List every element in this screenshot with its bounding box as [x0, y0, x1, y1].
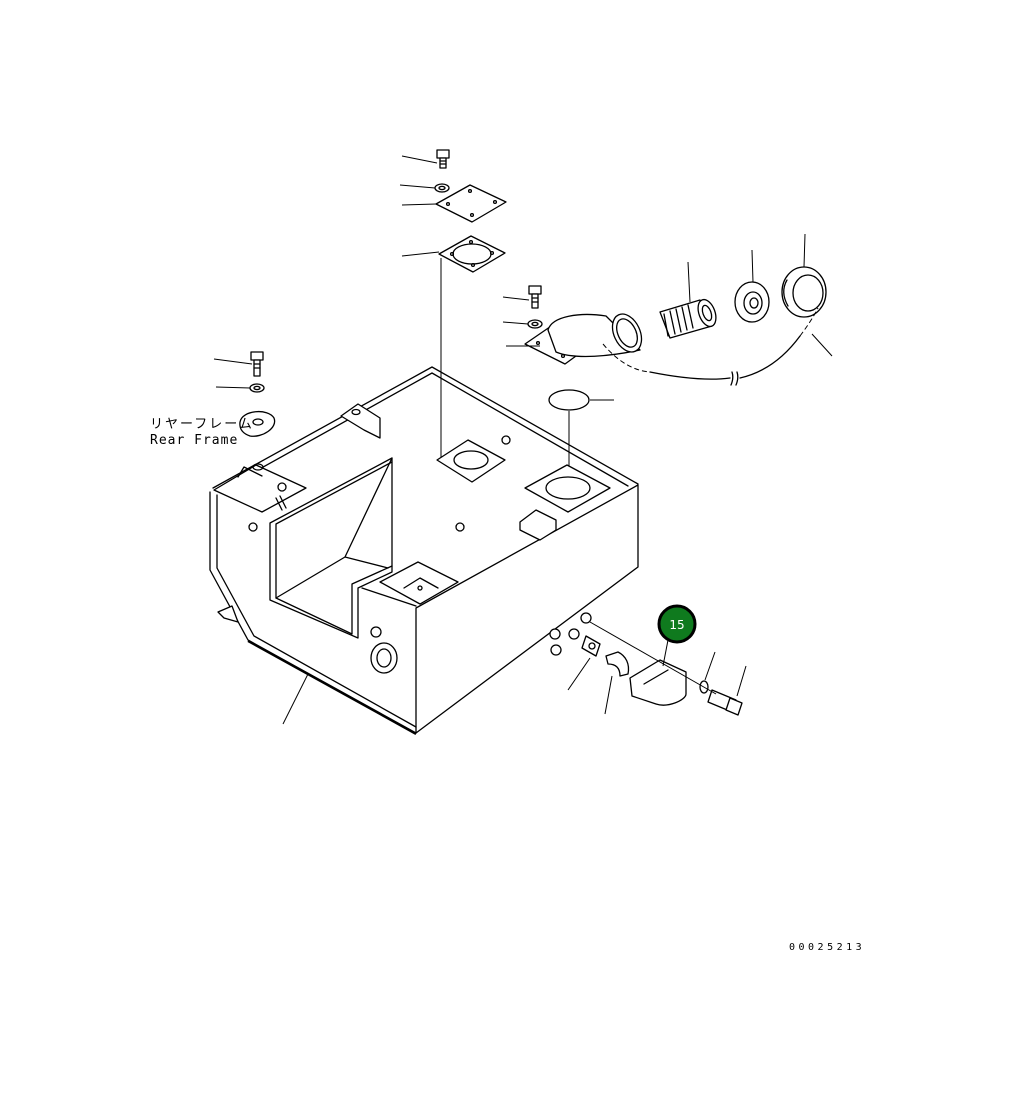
- drawing-number: 00025213: [789, 942, 865, 953]
- mount-bolt: [250, 351, 264, 377]
- filler-cap: [781, 266, 827, 318]
- cover-plate: [435, 184, 507, 223]
- guard-alignment-line: [589, 621, 717, 695]
- o-ring: [548, 389, 590, 411]
- cover-bolt: [436, 149, 450, 169]
- drain-elbow: [605, 651, 630, 677]
- drain-clamp: [581, 635, 601, 657]
- filler-washer: [527, 319, 543, 329]
- rear-frame-label-en: Rear Frame: [150, 433, 238, 448]
- filler-flange: [734, 281, 770, 323]
- rear-frame-label-jp: リヤーフレーム: [150, 417, 254, 432]
- cover-washer: [434, 183, 450, 193]
- rear-frame-pad: [239, 411, 276, 437]
- callout-15[interactable]: 15: [657, 604, 697, 644]
- fuel-tank: [209, 366, 639, 735]
- callout-15-number[interactable]: 15: [669, 618, 684, 632]
- strainer: [659, 298, 717, 339]
- filler-bolt: [528, 285, 542, 309]
- callout-15-badge[interactable]: [657, 604, 697, 644]
- guard-bolt: [707, 689, 743, 716]
- leader-lines: [213, 155, 833, 725]
- cover-gasket: [438, 235, 506, 273]
- cap-chain: [602, 307, 819, 386]
- filler-neck: [524, 313, 643, 365]
- guard-bracket: [629, 659, 687, 706]
- mount-washer: [249, 383, 265, 393]
